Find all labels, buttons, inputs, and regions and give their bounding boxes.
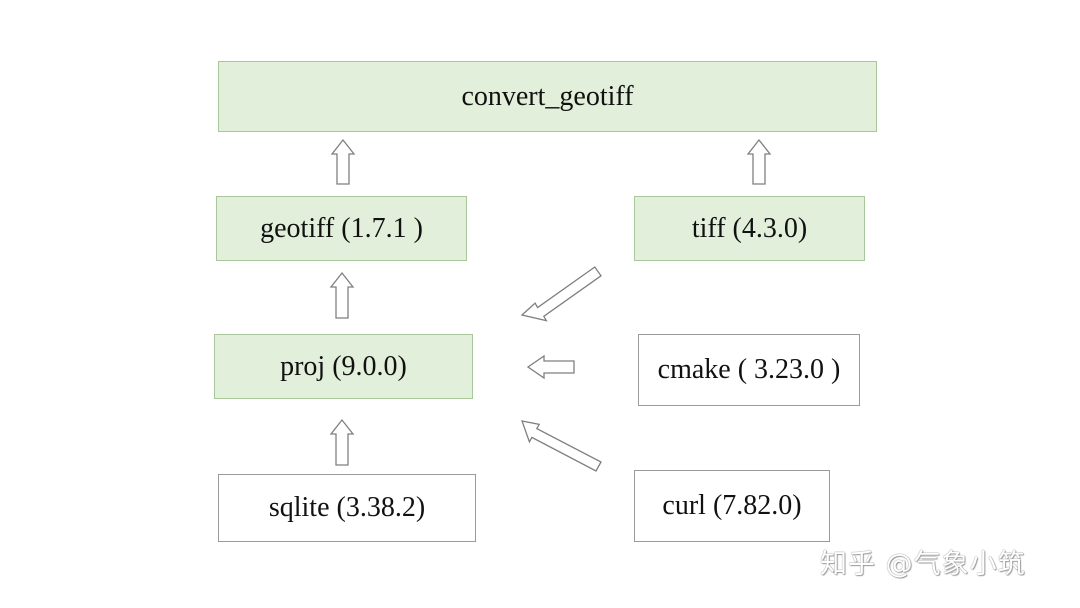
arrow-tiff-to-proj — [520, 266, 602, 322]
arrow-cmake-to-proj — [526, 354, 575, 380]
watermark: 知乎 @气象小筑 — [820, 549, 1026, 580]
arrow-curl-to-proj — [521, 420, 602, 472]
node-convert-geotiff: convert_geotiff — [218, 61, 877, 132]
node-proj: proj (9.0.0) — [214, 334, 473, 399]
arrow-sqlite-to-proj — [329, 418, 355, 466]
node-sqlite: sqlite (3.38.2) — [218, 474, 476, 542]
node-geotiff: geotiff (1.7.1 ) — [216, 196, 467, 261]
arrow-tiff-to-convert-geotiff — [746, 138, 772, 185]
node-tiff: tiff (4.3.0) — [634, 196, 865, 261]
node-cmake: cmake ( 3.23.0 ) — [638, 334, 860, 406]
node-curl: curl (7.82.0) — [634, 470, 830, 542]
arrow-proj-to-geotiff — [329, 271, 355, 319]
arrow-geotiff-to-convert-geotiff — [330, 138, 356, 185]
